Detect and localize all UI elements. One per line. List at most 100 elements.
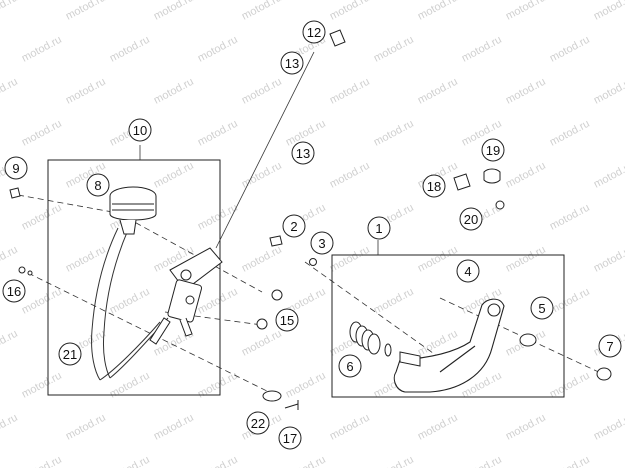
- watermark-text: motod.ru: [460, 34, 504, 65]
- callout-2: 2: [282, 214, 306, 238]
- watermark-text: motod.ru: [504, 76, 548, 107]
- callout-circle: [530, 296, 554, 320]
- callout-circle: [128, 118, 152, 142]
- callout-circle: [367, 216, 391, 240]
- watermark-text: motod.ru: [64, 412, 108, 443]
- callout-22: 22: [246, 411, 270, 435]
- callout-circle: [456, 259, 480, 283]
- watermark-text: motod.ru: [372, 286, 416, 317]
- watermark-text: motod.ru: [240, 160, 284, 191]
- watermark-text: motod.ru: [20, 454, 64, 468]
- watermark-text: motod.ru: [240, 328, 284, 359]
- watermark-text: motod.ru: [20, 286, 64, 317]
- fluid-reservoir: [109, 186, 157, 235]
- callout-circle: [422, 174, 446, 198]
- callout-4: 4: [456, 259, 480, 283]
- watermark-text: motod.ru: [548, 370, 592, 401]
- watermark-text: motod.ru: [196, 454, 240, 468]
- watermark-text: motod.ru: [108, 34, 152, 65]
- callout-circle: [280, 51, 304, 75]
- watermark-text: motod.ru: [0, 244, 20, 275]
- watermark-text: motod.ru: [196, 202, 240, 233]
- callout-10: 10: [128, 118, 152, 142]
- watermark-text: motod.ru: [504, 0, 548, 23]
- callout-13: 13: [291, 141, 315, 165]
- watermark-text: motod.ru: [196, 34, 240, 65]
- watermark-text: motod.ru: [152, 0, 196, 23]
- watermark-text: motod.ru: [284, 454, 328, 468]
- watermark-text: motod.ru: [240, 244, 284, 275]
- callout-circle: [481, 138, 505, 162]
- leader-lines: [139, 51, 379, 255]
- callout-circle: [338, 354, 362, 378]
- watermark-text: motod.ru: [416, 0, 460, 23]
- callout-17: 17: [278, 426, 302, 450]
- callout-8: 8: [86, 173, 110, 197]
- callout-circle: [310, 231, 334, 255]
- callout-circle: [302, 20, 326, 44]
- watermark-text: motod.ru: [20, 202, 64, 233]
- watermark-text: motod.ru: [196, 286, 240, 317]
- watermark-text: motod.ru: [0, 0, 20, 23]
- watermark-text: motod.ru: [460, 454, 504, 468]
- watermark-text: motod.ru: [416, 76, 460, 107]
- watermark-text: motod.ru: [548, 118, 592, 149]
- watermark-text: motod.ru: [328, 160, 372, 191]
- watermark-text: motod.ru: [504, 244, 548, 275]
- callout-18: 18: [422, 174, 446, 198]
- pivot-spring: [349, 321, 381, 355]
- callout-6: 6: [338, 354, 362, 378]
- watermark-text: motod.ru: [548, 202, 592, 233]
- watermark-text: motod.ru: [548, 286, 592, 317]
- watermark-text: motod.ru: [416, 412, 460, 443]
- watermark-text: motod.ru: [592, 244, 625, 275]
- watermark-text: motod.ru: [152, 76, 196, 107]
- callout-9: 9: [4, 156, 28, 180]
- callout-label: 9: [12, 161, 19, 176]
- watermark-text: motod.ru: [0, 76, 20, 107]
- watermark-text: motod.ru: [548, 454, 592, 468]
- callout-label: 10: [133, 123, 147, 138]
- callout-20: 20: [459, 207, 483, 231]
- watermark-text: motod.ru: [592, 0, 625, 23]
- watermark-text: motod.ru: [196, 370, 240, 401]
- callout-label: 7: [606, 339, 613, 354]
- watermark-text: motod.ru: [416, 244, 460, 275]
- callout-1: 1: [367, 216, 391, 240]
- callout-circle: [275, 308, 299, 332]
- callout-label: 21: [63, 347, 77, 362]
- callout-19: 19: [481, 138, 505, 162]
- callout-circle: [246, 411, 270, 435]
- callout-label: 12: [307, 25, 321, 40]
- watermark-text: motod.ru: [20, 370, 64, 401]
- callout-circle: [291, 141, 315, 165]
- watermark-text: motod.ru: [108, 454, 152, 468]
- callout-circle: [282, 214, 306, 238]
- callout-15: 15: [275, 308, 299, 332]
- watermark-text: motod.ru: [328, 0, 372, 23]
- watermark-text: motod.ru: [20, 118, 64, 149]
- watermark-text: motod.ru: [592, 412, 625, 443]
- callout-label: 13: [296, 146, 310, 161]
- callout-label: 6: [346, 359, 353, 374]
- watermark-text: motod.ru: [20, 34, 64, 65]
- watermark-text: motod.ru: [372, 454, 416, 468]
- callout-circle: [459, 207, 483, 231]
- watermark-text: motod.ru: [328, 244, 372, 275]
- callout-circle: [598, 334, 622, 358]
- callout-label: 3: [318, 236, 325, 251]
- watermark-text: motod.ru: [328, 76, 372, 107]
- callout-5: 5: [530, 296, 554, 320]
- callout-circle: [278, 426, 302, 450]
- watermark-text: motod.ru: [0, 412, 20, 443]
- callout-label: 20: [464, 212, 478, 227]
- watermark-text: motod.ru: [108, 286, 152, 317]
- watermark-text: motod.ru: [196, 118, 240, 149]
- master-cylinder: [167, 247, 223, 337]
- watermark-text: motod.ru: [592, 160, 625, 191]
- watermark-text: motod.ru: [372, 34, 416, 65]
- callout-label: 15: [280, 313, 294, 328]
- callout-12: 12: [302, 20, 326, 44]
